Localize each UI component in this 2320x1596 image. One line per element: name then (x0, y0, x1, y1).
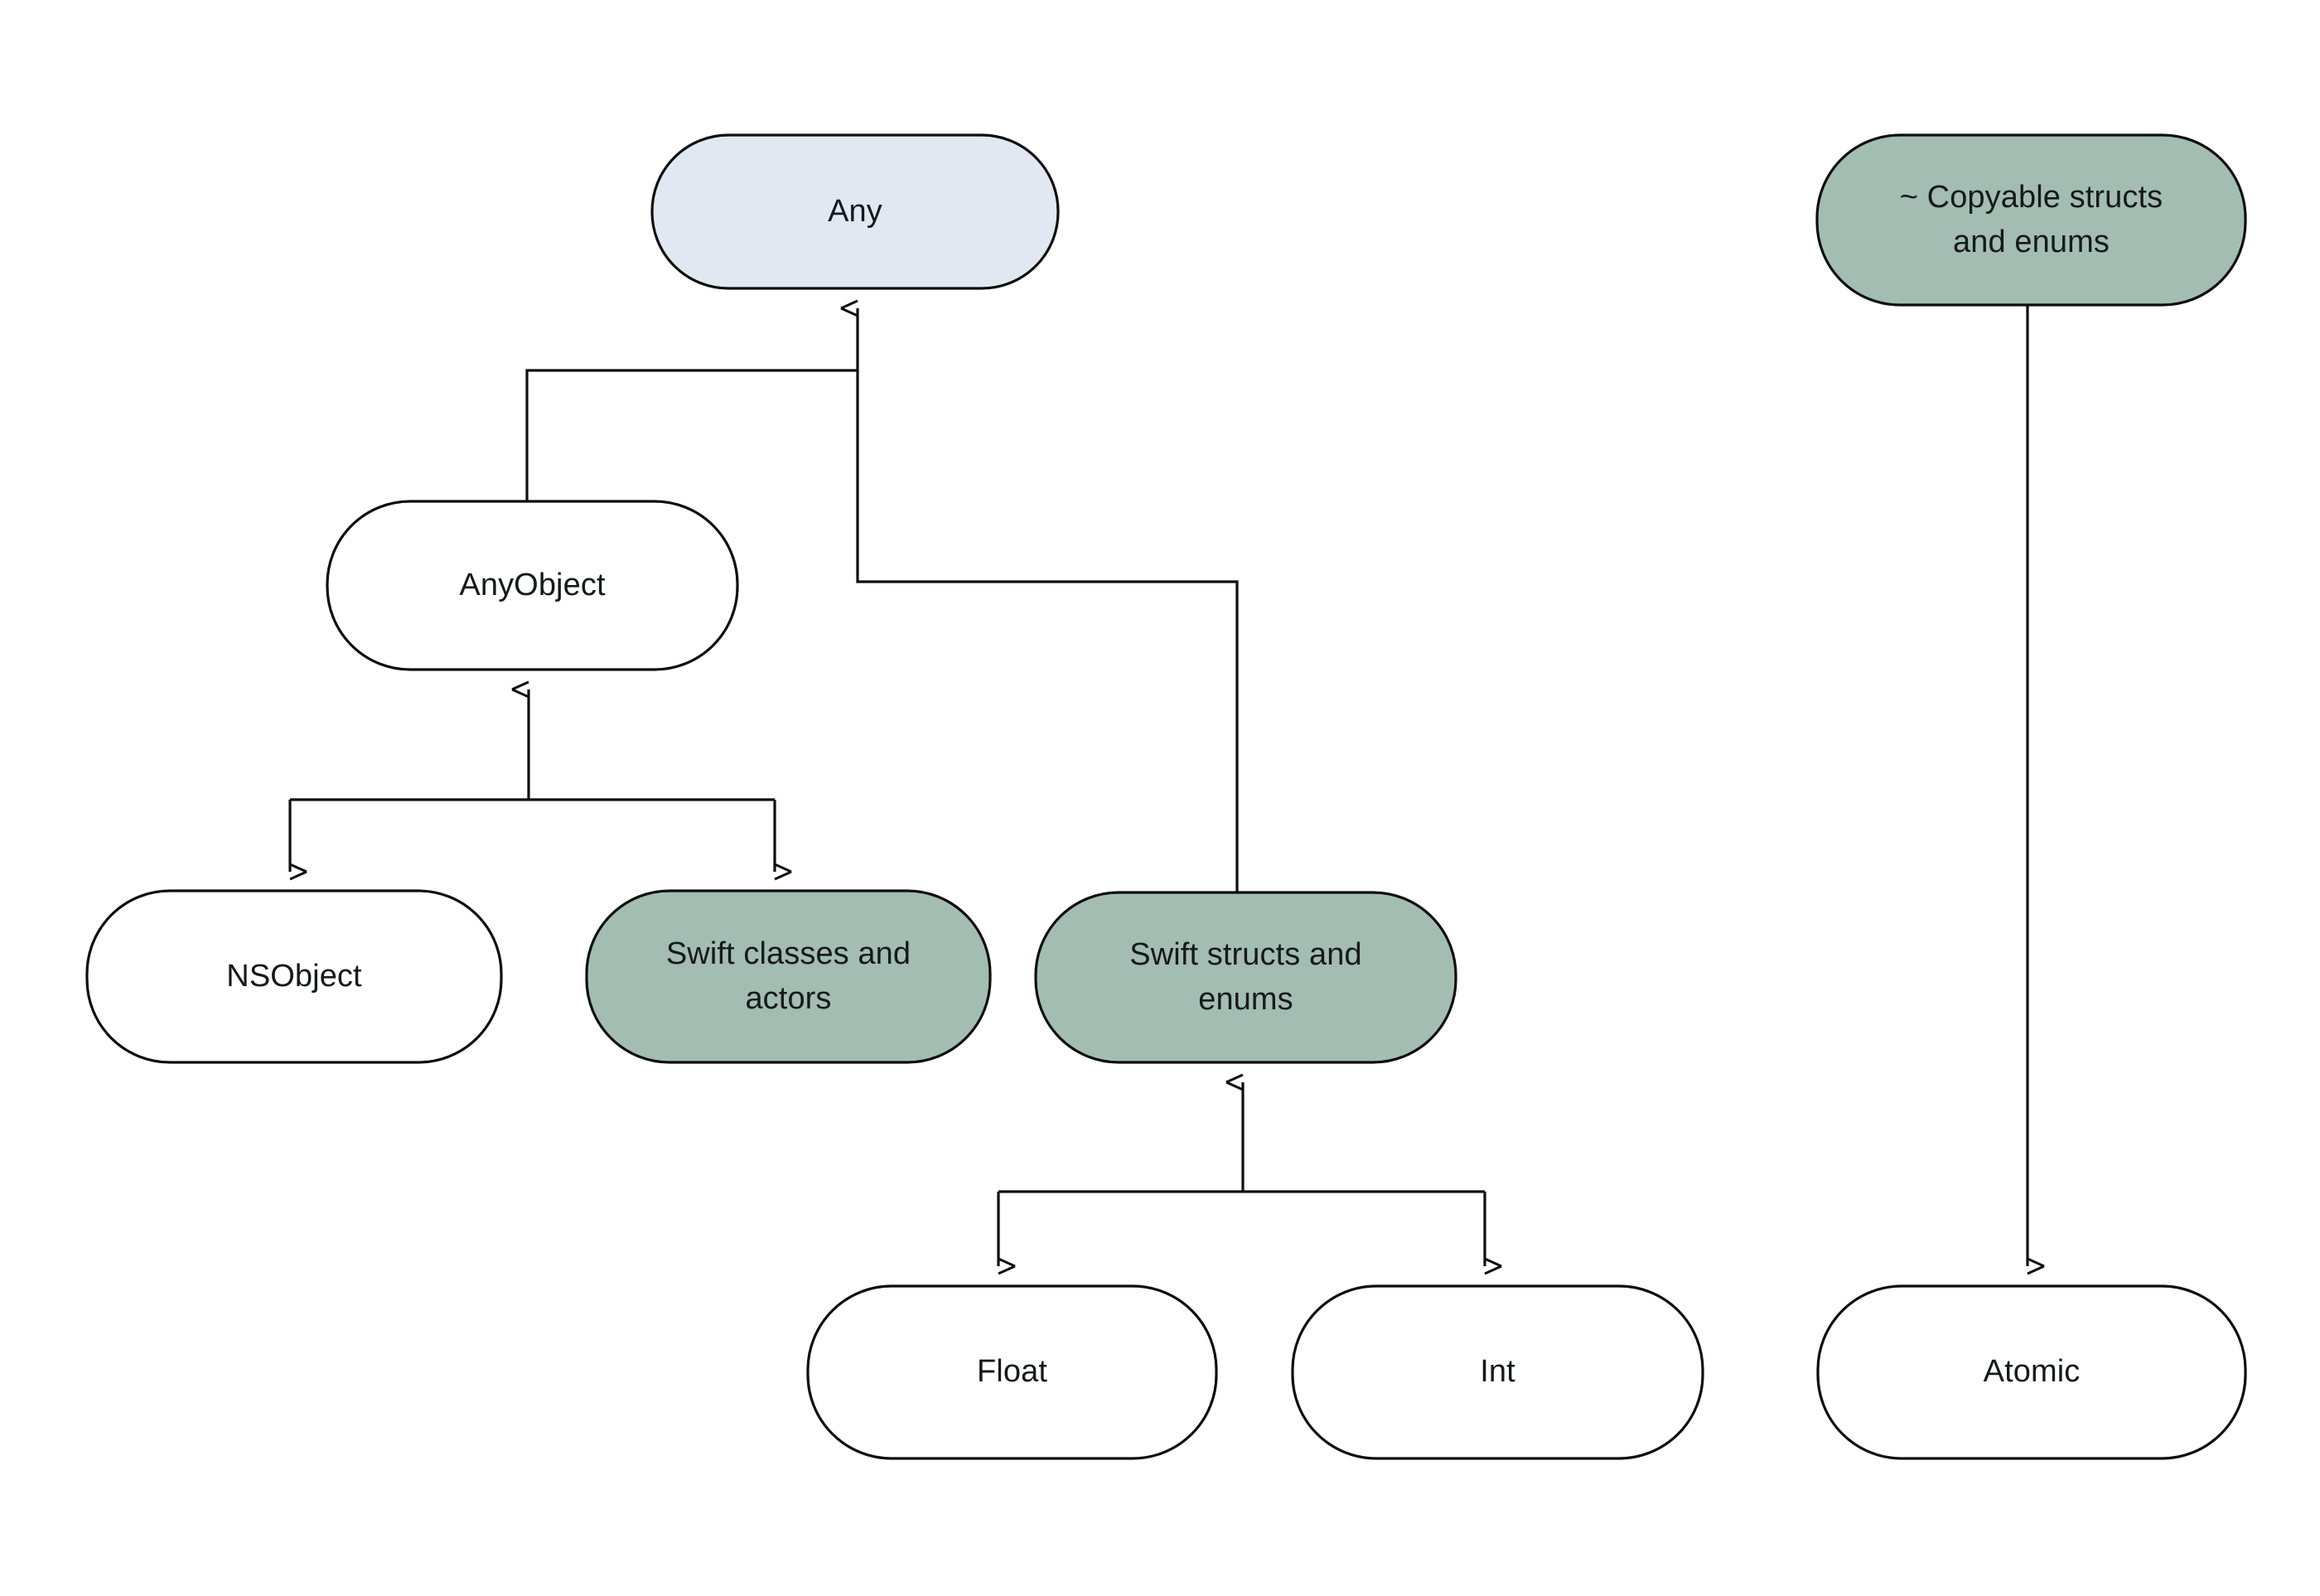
edge-structs-to-any (856, 370, 1239, 892)
node-shape-float[interactable] (806, 1284, 1218, 1460)
node-shape-int[interactable] (1291, 1284, 1704, 1460)
node-shape-nsobject[interactable] (85, 889, 503, 1064)
node-shape-any[interactable] (650, 133, 1060, 290)
edge-anyobject-to-any (525, 299, 859, 501)
edge-anyobject-to-children (288, 680, 792, 881)
node-shape-swift-structs[interactable] (1034, 891, 1457, 1064)
node-shape-anyobject[interactable] (326, 500, 739, 671)
node-shapes (85, 133, 2247, 1460)
node-shape-copyable[interactable] (1815, 133, 2247, 307)
node-shape-atomic[interactable] (1816, 1284, 2247, 1460)
edge-structs-to-children (997, 1073, 1502, 1275)
node-shape-swift-classes[interactable] (585, 889, 992, 1064)
